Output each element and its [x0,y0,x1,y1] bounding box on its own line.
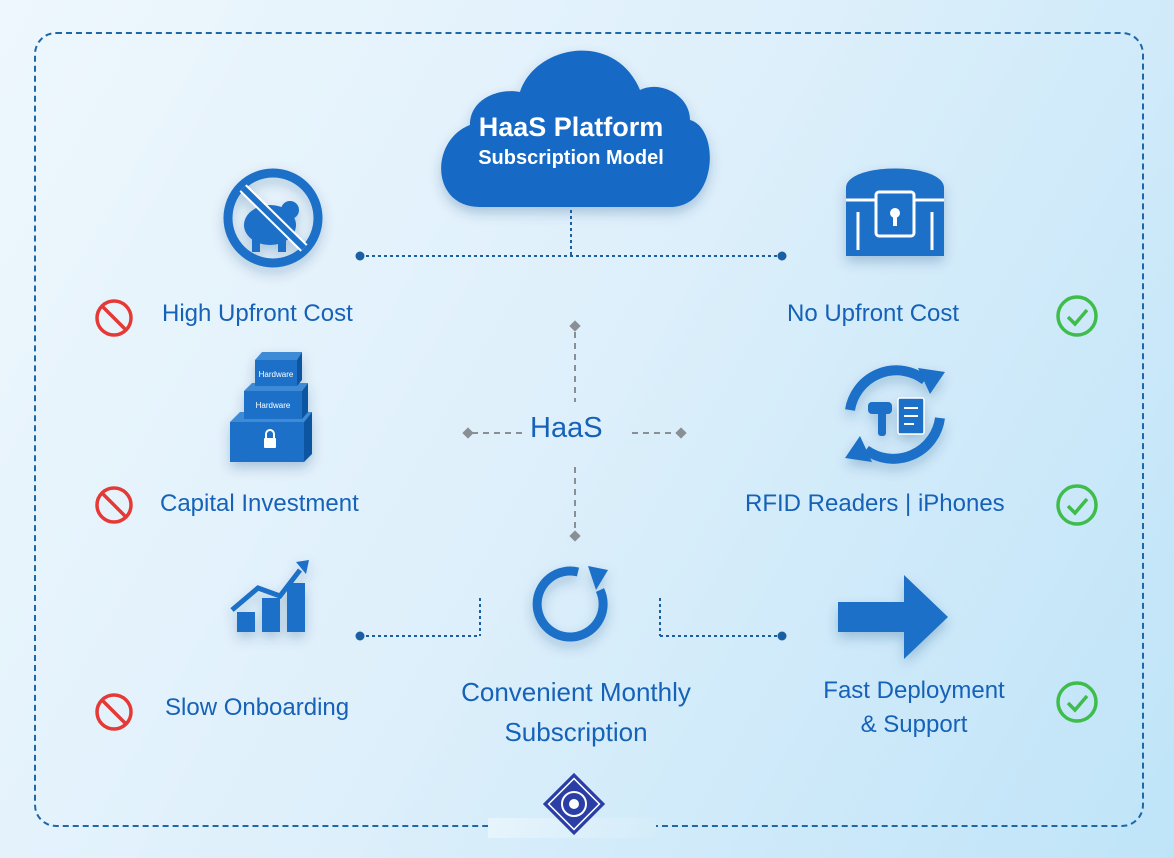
no-icon [95,486,133,524]
treasure-chest-icon [846,168,944,256]
left-label-high-upfront-cost: High Upfront Cost [162,300,353,327]
logo-diamond [542,772,606,836]
connector-dots [355,251,787,641]
fast-deployment-line1: Fast Deployment [823,677,1005,704]
cloud-title: HaaS Platform Subscription Model [430,112,712,170]
check-icon [1056,681,1098,723]
center-label-line2: Subscription [504,717,648,747]
center-label: Convenient Monthly Subscription [420,672,732,752]
hub-diamonds [462,320,687,542]
center-label-line1: Convenient Monthly [461,677,691,707]
device-swap-icon [845,365,945,464]
arrow-right-icon [838,575,948,659]
cloud-title-main: HaaS Platform [478,112,664,142]
right-label-no-upfront-cost: No Upfront Cost [787,300,960,327]
hub-label: HaaS [530,412,603,444]
right-label-rfid-readers: RFID Readers | iPhones [745,490,1005,517]
refresh-icon [532,566,608,642]
no-icon [95,693,133,731]
left-label-capital-investment: Capital Investment [160,490,359,517]
no-piggy-bank-icon [223,168,323,268]
left-label-slow-onboarding: Slow Onboarding [165,694,350,721]
connectors [360,210,782,637]
right-label-fast-deployment: Fast Deployment & Support [800,674,1028,742]
no-icon [95,299,133,337]
hub-arms [472,332,678,532]
cloud-shape [441,50,710,207]
growth-chart-icon [230,560,309,632]
box-label-middle: Hardware [256,401,291,410]
cloud-title-sub: Subscription Model [478,147,664,169]
check-icon [1056,484,1098,526]
hardware-boxes-icon [230,352,312,462]
box-label-top: Hardware [259,370,294,379]
check-icon [1056,295,1098,337]
fast-deployment-line2: & Support [860,711,968,738]
